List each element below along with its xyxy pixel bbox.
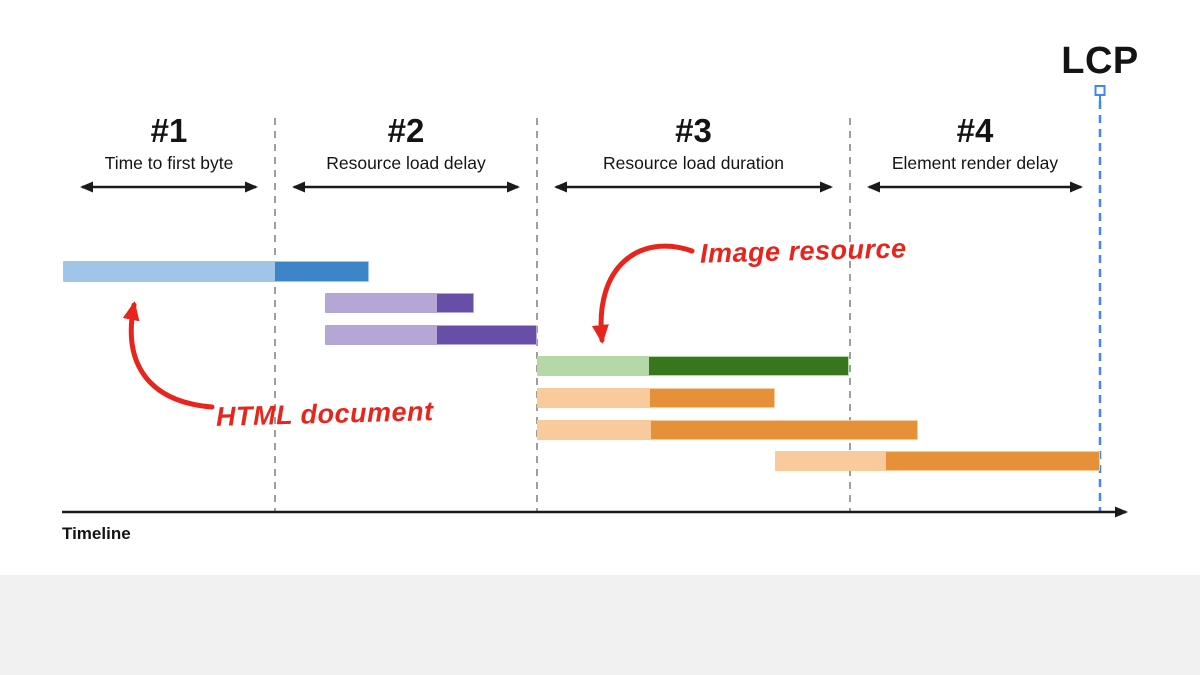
image-bar-dark-segment bbox=[649, 357, 848, 375]
phase-4-number: #4 bbox=[956, 112, 994, 149]
phase-1-label: Time to first byte bbox=[104, 153, 234, 173]
phase-3-label: Resource load duration bbox=[603, 153, 784, 173]
annotation-html-document: HTML document bbox=[215, 396, 434, 432]
annotation-image-resource: Image resource bbox=[699, 233, 907, 269]
phase-4-label: Element render delay bbox=[891, 153, 1059, 173]
image-bar bbox=[537, 356, 849, 376]
phase-1-number: #1 bbox=[150, 112, 188, 149]
phase-2-label: Resource load delay bbox=[326, 153, 486, 173]
script-bar-dark-segment bbox=[651, 421, 917, 439]
document-bar-dark-segment bbox=[275, 262, 368, 281]
lcp-pin-icon bbox=[1094, 85, 1106, 96]
script-bar-dark-segment bbox=[886, 452, 1099, 470]
script-bar bbox=[537, 388, 775, 408]
stylesheet-bar-dark-segment bbox=[437, 326, 536, 344]
phase-3-number: #3 bbox=[675, 112, 712, 149]
stylesheet-bar bbox=[325, 293, 474, 313]
image-resource-arrow bbox=[591, 243, 695, 344]
html-document-arrow bbox=[122, 301, 215, 410]
timeline-label: Timeline bbox=[62, 524, 131, 543]
script-bar-dark-segment bbox=[650, 389, 774, 407]
document-bar bbox=[63, 261, 369, 282]
phase-2-number: #2 bbox=[387, 112, 425, 149]
script-bar bbox=[537, 420, 918, 440]
legend: DocumentStylesheetScriptImage bbox=[0, 575, 1200, 675]
stylesheet-bar bbox=[325, 325, 537, 345]
stylesheet-bar-dark-segment bbox=[437, 294, 473, 312]
lcp-label: LCP bbox=[1061, 40, 1139, 82]
script-bar bbox=[775, 451, 1100, 471]
